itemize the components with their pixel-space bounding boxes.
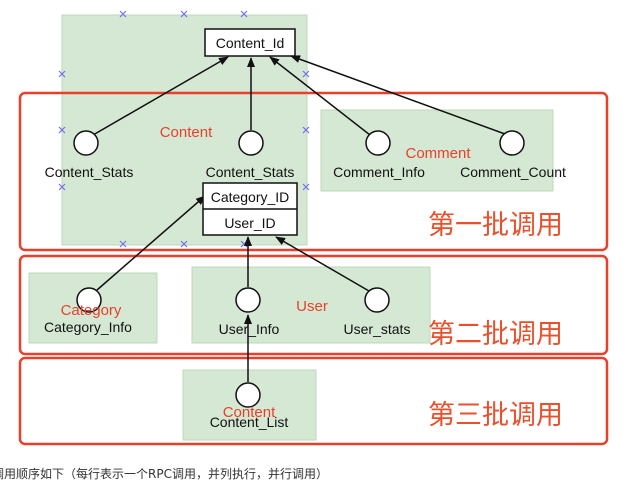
user-stats-label: User_stats: [344, 321, 411, 337]
comment-group-label: Comment: [405, 145, 471, 162]
user-group-label: User: [296, 298, 328, 315]
category-group-label: Category: [61, 302, 122, 319]
category-info-node[interactable]: [76, 287, 102, 313]
batch-1-label: 第一批调用: [428, 210, 563, 241]
batch-2-label: 第二批调用: [428, 319, 563, 350]
batch-3-label: 第三批调用: [428, 400, 563, 431]
edge-category-info-to-category-id: [96, 195, 206, 291]
edge-comment-info-to-content-id: [269, 56, 371, 136]
content-stats-1-label: Content_Stats: [45, 164, 134, 180]
content-id-box[interactable]: [204, 28, 296, 57]
comment-count-label: Comment_Count: [460, 164, 566, 180]
content-list-node[interactable]: [235, 382, 261, 408]
edge-content-stats-1-to-content-id: [92, 56, 229, 136]
content-list-group-label: Content: [223, 404, 276, 421]
user-info-label: User_Info: [219, 321, 280, 337]
comment-info-node[interactable]: [365, 130, 391, 156]
edge-comment-count-to-content-id: [290, 55, 506, 135]
edges: [92, 55, 506, 382]
content-list-label: Content_List: [210, 414, 289, 430]
footer-caption: 调用顺序如下（每行表示一个RPC调用，并列执行，并行调用）: [0, 466, 328, 480]
category-info-label: Category_Info: [44, 319, 132, 335]
user-stats-node[interactable]: [364, 287, 390, 313]
batch-2-border: [18, 254, 609, 356]
comment-count-node[interactable]: [499, 130, 525, 156]
content-stats-2-label: Content_Stats: [206, 164, 295, 180]
comment-info-label: Comment_Info: [333, 164, 425, 180]
category-id-label: Category_ID: [211, 189, 290, 205]
content-stats-2-node[interactable]: [238, 130, 264, 156]
content-id-label: Content_Id: [216, 35, 285, 51]
content-stats-1-node[interactable]: [73, 130, 99, 156]
user-info-node[interactable]: [235, 287, 261, 313]
user-id-label: User_ID: [224, 215, 275, 231]
batch-3-border: [18, 356, 609, 446]
batch-1-border: [18, 91, 609, 252]
user-group[interactable]: [191, 266, 431, 344]
edge-user-stats-to-user-id: [275, 236, 370, 292]
selection-handles[interactable]: [58, 10, 310, 248]
content-group-label: Content: [160, 124, 213, 141]
